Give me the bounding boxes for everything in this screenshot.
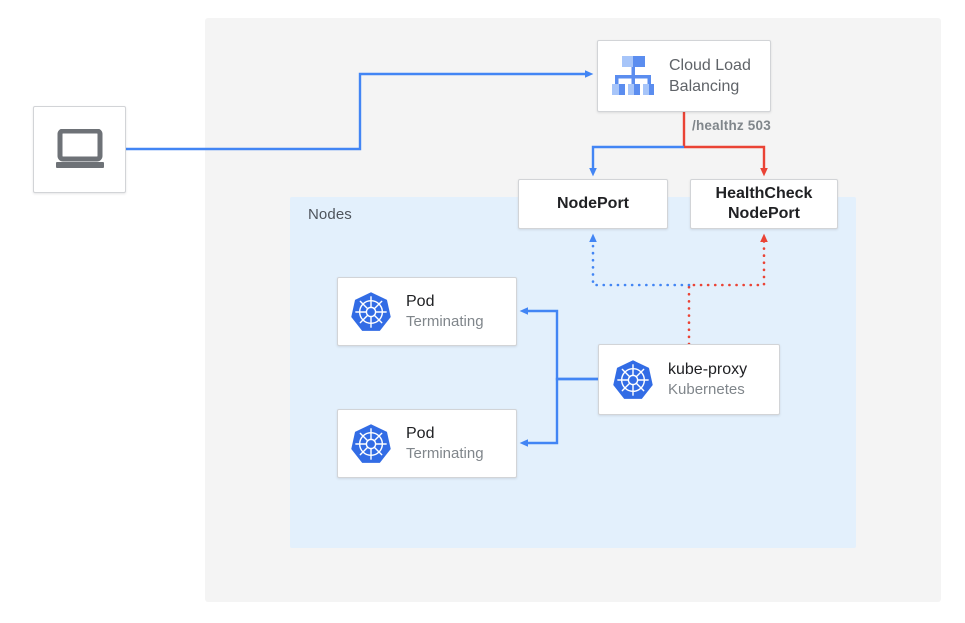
nodeport-node[interactable]: NodePort <box>518 179 668 229</box>
healthcheck-nodeport-label-line2: NodePort <box>727 205 800 222</box>
healthcheck-nodeport-label: HealthCheck NodePort <box>716 184 813 224</box>
pod-node-1[interactable]: Pod Terminating <box>337 277 517 346</box>
kube-proxy-node[interactable]: kube-proxy Kubernetes <box>598 344 780 415</box>
edge-kubeproxy-dotted-trunk <box>687 233 768 346</box>
kube-proxy-title: kube-proxy <box>668 361 748 378</box>
pod-1-subtitle: Terminating <box>406 313 484 330</box>
kube-proxy-label: kube-proxy Kubernetes <box>668 360 747 399</box>
healthcheck-nodeport-label-line1: HealthCheck <box>715 185 813 202</box>
edge-client-to-load-balancer <box>126 70 594 151</box>
cloud-load-balancing-icon <box>609 54 657 98</box>
pod-1-label: Pod Terminating <box>406 292 484 331</box>
kubernetes-icon <box>350 423 392 465</box>
cloud-load-balancing-label-line1: Cloud Load <box>669 57 751 74</box>
pod-2-title: Pod <box>406 425 435 442</box>
pod-2-subtitle: Terminating <box>406 445 484 462</box>
kube-proxy-subtitle: Kubernetes <box>668 381 745 398</box>
kubernetes-icon <box>350 291 392 333</box>
cloud-load-balancing-label-line2: Balancing <box>669 78 740 95</box>
nodes-region-label: Nodes <box>308 206 352 223</box>
edge-kubeproxy-to-pods <box>519 307 598 447</box>
laptop-icon <box>54 128 106 171</box>
client-node[interactable] <box>33 106 126 193</box>
kubernetes-icon <box>612 359 654 401</box>
pod-2-label: Pod Terminating <box>406 424 484 463</box>
cloud-load-balancing-node[interactable]: Cloud Load Balancing <box>597 40 771 112</box>
edge-kubeproxy-to-nodeport <box>589 233 691 287</box>
edge-load-balancer-to-healthcheck-nodeport <box>684 145 768 177</box>
pod-node-2[interactable]: Pod Terminating <box>337 409 517 478</box>
healthz-edge-label: /healthz 503 <box>692 118 771 133</box>
cloud-load-balancing-label: Cloud Load Balancing <box>669 55 751 97</box>
edge-load-balancer-to-nodeport <box>589 145 684 177</box>
nodeport-label: NodePort <box>557 195 629 212</box>
pod-1-title: Pod <box>406 293 435 310</box>
healthcheck-nodeport-node[interactable]: HealthCheck NodePort <box>690 179 838 229</box>
